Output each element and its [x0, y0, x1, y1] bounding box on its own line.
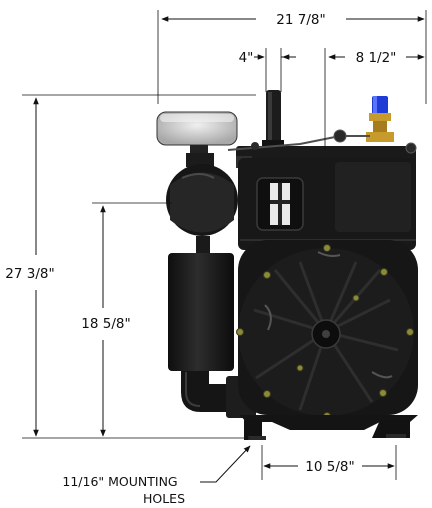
overall-width-label: 21 7/8" — [276, 12, 325, 28]
exhaust-pipe — [262, 90, 284, 150]
mounting-holes-label-line2: HOLES — [143, 491, 185, 506]
mounting-holes-label-line1: 11/16" MOUNTING — [62, 474, 177, 489]
overall-height-label: 27 3/8" — [5, 266, 54, 282]
right-width-label: 8 1/2" — [356, 50, 397, 66]
relief-valve — [366, 96, 394, 142]
upper-housing — [238, 158, 416, 250]
mounting-base — [240, 415, 418, 440]
inlet-assembly — [166, 153, 256, 418]
housing-bolts — [236, 244, 414, 420]
vacuum-gauge — [156, 111, 238, 155]
pump-illustration — [156, 90, 418, 440]
base-width-label: 10 5/8" — [305, 459, 354, 475]
offset-4-label: 4" — [239, 50, 254, 66]
dimension-lines — [22, 10, 427, 483]
inlet-height-label: 18 5/8" — [81, 316, 130, 332]
pump-body — [238, 240, 418, 416]
